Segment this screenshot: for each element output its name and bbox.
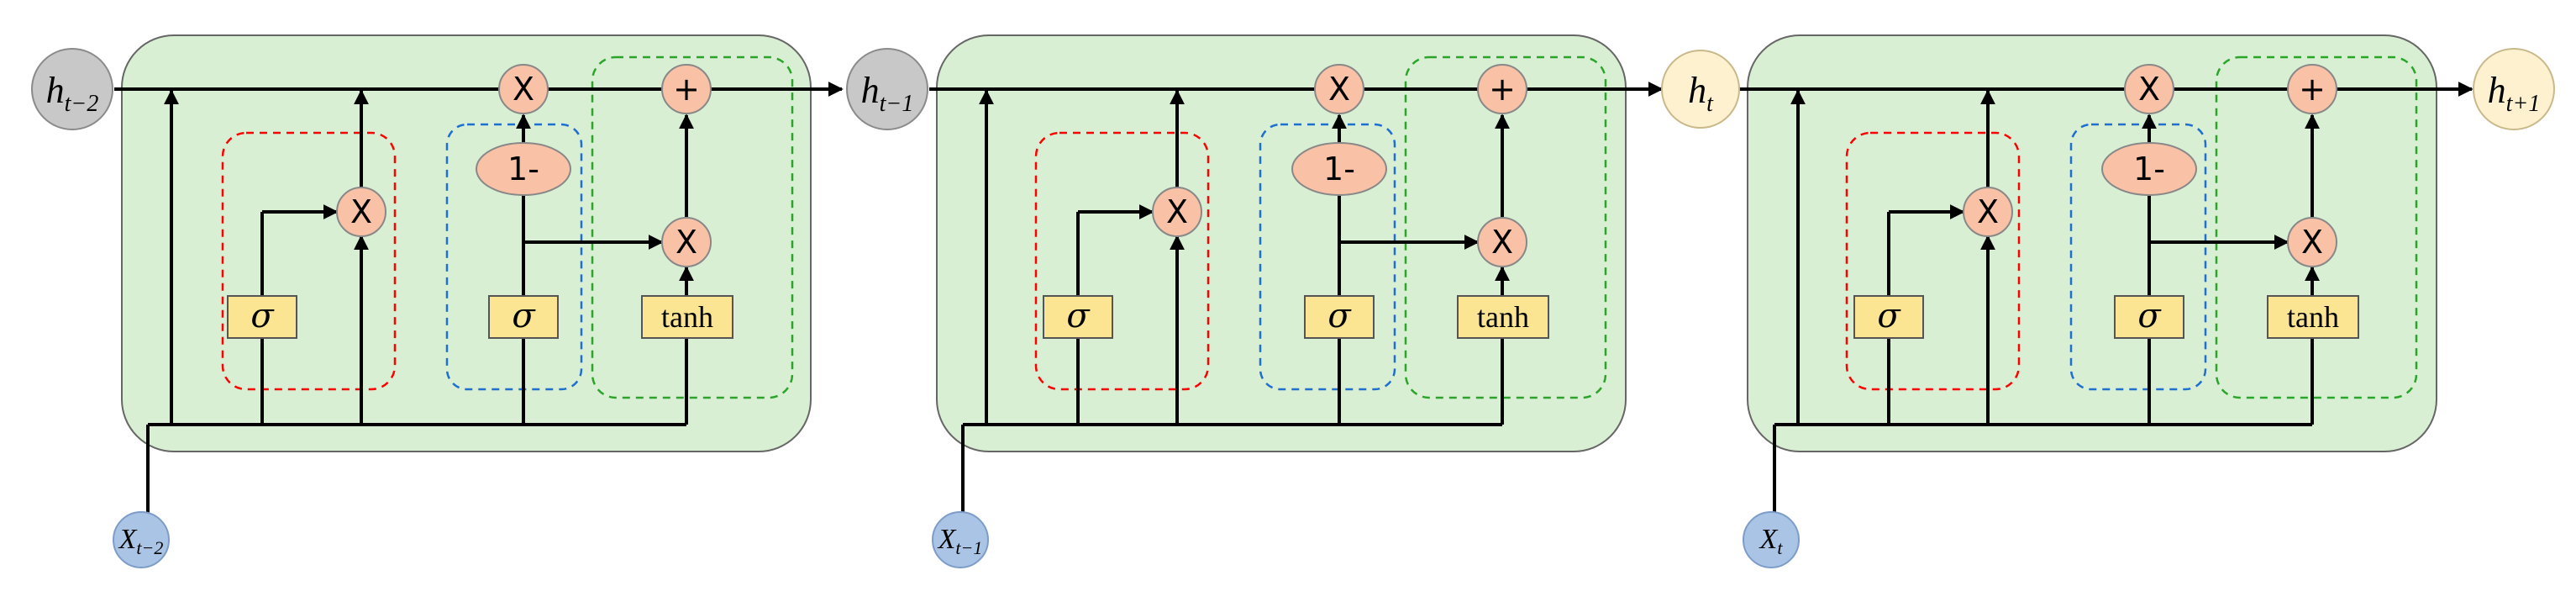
cell-2-update-sigma-label: σ: [2137, 297, 2162, 335]
cell-0-reset-sigma-label: σ: [250, 297, 275, 335]
cell-1-update-gate-region: [1259, 123, 1396, 391]
cell-0-tanh-label: tanh: [661, 300, 713, 334]
cell-0-tanh-box: [641, 295, 733, 339]
cell-1-wiring: [961, 89, 1510, 516]
cell-1-update-sigma-label: σ: [1327, 297, 1352, 335]
cell-2-tanh-box: [2267, 295, 2359, 339]
cell-2-tanh-label: tanh: [2287, 300, 2339, 334]
cell-0-add-node: [661, 64, 712, 114]
cell-1-reset-gate-region: [1034, 131, 1210, 391]
hidden-states: ht−2 ht−1 ht ht+1: [31, 48, 2555, 130]
cell-2-add-label: +: [2299, 71, 2326, 108]
cell-0-top-multiply-node: [498, 64, 549, 114]
inputs: Xt−2 Xt−1 Xt: [113, 511, 1800, 568]
cell-2-add-node: [2287, 64, 2337, 114]
input-node-0: [113, 511, 170, 568]
cell-1-top-multiply-label: X: [1328, 71, 1350, 108]
cell-1-tanh-label: tanh: [1477, 300, 1529, 334]
cell-0-nodes: X + 1- X X σ σ tanh: [227, 64, 733, 339]
cell-0-candidate-multiply-label: X: [676, 224, 697, 261]
cell-1-candidate-multiply-label: X: [1491, 224, 1513, 261]
cell-2-reset-multiply-label: X: [1977, 193, 1999, 230]
cell-1-background: [936, 34, 1627, 452]
cell-2-gates: [1845, 55, 2418, 399]
cell-2-reset-gate-region: [1845, 131, 2021, 391]
cell-0-reset-gate-region: [221, 131, 397, 391]
cell-2-background: [1747, 34, 2437, 452]
input-label-1: Xt−1: [937, 524, 983, 558]
cell-0-candidate-region: [591, 55, 794, 399]
cell-0-background: [121, 34, 812, 452]
cell-1-reset-sigma-box: [1043, 295, 1113, 339]
cell-1-tanh-box: [1457, 295, 1549, 339]
cell-2-update-gate-region: [2069, 123, 2207, 391]
cell-2-update-sigma-box: [2114, 295, 2184, 339]
cell-2-top-multiply-label: X: [2138, 71, 2160, 108]
cell-2-candidate-region: [2215, 55, 2418, 399]
cell-2-reset-multiply-node: [1963, 187, 2013, 237]
cell-0-gates: [221, 55, 794, 399]
hidden-state-node-1: [846, 48, 928, 130]
cell-2-wiring: [1773, 89, 2320, 516]
cell-0-one-minus-label: 1-: [507, 150, 539, 187]
cell-0-update-sigma-box: [488, 295, 559, 339]
hidden-state-label-2: ht: [1688, 70, 1714, 117]
cell-2-reset-sigma-box: [1853, 295, 1924, 339]
hidden-state-label-3: ht+1: [2488, 70, 2541, 117]
cell-1-reset-sigma-label: σ: [1066, 297, 1091, 335]
cell-1-add-label: +: [1489, 71, 1516, 108]
input-label-0: Xt−2: [118, 524, 164, 558]
cell-1-reset-multiply-node: [1152, 187, 1202, 237]
cell-0-reset-multiply-label: X: [350, 193, 372, 230]
cell-0-wiring: [146, 89, 694, 516]
hidden-state-node-3: [2473, 48, 2555, 130]
input-label-2: Xt: [1759, 524, 1784, 558]
cell-0-add-label: +: [673, 71, 700, 108]
cell-1-top-multiply-node: [1314, 64, 1364, 114]
cell-0-one-minus-node: [476, 142, 571, 196]
cell-2-one-minus-node: [2101, 142, 2197, 196]
cell-0-reset-sigma-box: [227, 295, 297, 339]
cell-1-add-node: [1477, 64, 1527, 114]
cell-0-update-gate-region: [445, 123, 583, 391]
cell-1-candidate-region: [1404, 55, 1607, 399]
cell-0-reset-multiply-node: [336, 187, 386, 237]
input-node-1: [932, 511, 989, 568]
cell-2-candidate-multiply-node: [2287, 217, 2337, 267]
input-node-2: [1743, 511, 1800, 568]
cell-2-top-multiply-node: [2124, 64, 2174, 114]
cell-0-update-sigma-label: σ: [512, 297, 536, 335]
hidden-state-node-0: [31, 48, 113, 130]
cell-1-one-minus-node: [1291, 142, 1387, 196]
hidden-state-label-1: ht−1: [861, 70, 914, 117]
cell-2-candidate-multiply-label: X: [2301, 224, 2323, 261]
cell-1-update-sigma-box: [1304, 295, 1375, 339]
cell-2-reset-sigma-label: σ: [1877, 297, 1901, 335]
cell-1-candidate-multiply-node: [1477, 217, 1527, 267]
cell-1-one-minus-label: 1-: [1323, 150, 1355, 187]
cell-1-gates: [1034, 55, 1607, 399]
cell-0-top-multiply-label: X: [513, 71, 534, 108]
cell-1-nodes: X + 1- X X σ σ tanh: [1043, 64, 1549, 339]
cell-1-reset-multiply-label: X: [1166, 193, 1188, 230]
cell-2-one-minus-label: 1-: [2133, 150, 2165, 187]
hidden-state-node-2: [1661, 50, 1740, 129]
cell-2-nodes: X + 1- X X σ σ tanh: [1853, 64, 2359, 339]
hidden-state-label-0: ht−2: [46, 70, 99, 117]
cell-0-candidate-multiply-node: [661, 217, 712, 267]
